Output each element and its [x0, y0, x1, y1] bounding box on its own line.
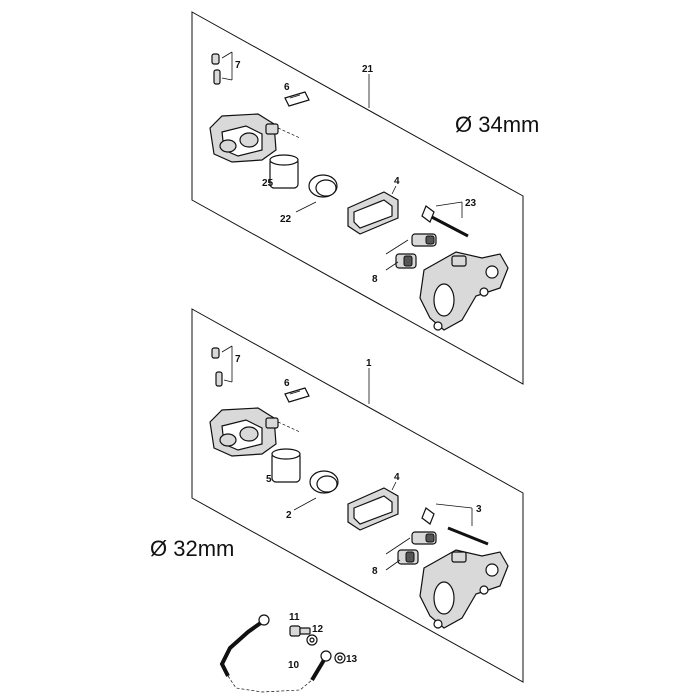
label-13: 13 [346, 654, 358, 665]
bottom-bleeder-valve: 7 [211, 345, 241, 387]
label-10: 10 [288, 660, 300, 671]
banjo-fitting-upper [258, 614, 270, 626]
top-assembly-number: 21 [362, 64, 374, 75]
top-caliper-bracket [419, 251, 509, 331]
top-seal-ring: 22 [280, 174, 338, 225]
label-2-bottom: 2 [286, 510, 292, 521]
brake-line-group: 10 11 12 13 [219, 612, 358, 693]
top-pad-spring: 6 [284, 82, 310, 107]
bottom-caliper-bracket [419, 549, 509, 629]
bottom-assembly-number: 1 [366, 358, 372, 369]
label-23-top: 23 [465, 198, 477, 209]
label-4-top: 4 [394, 176, 400, 187]
top-assembly: 21 Ø 34mm 7 6 [191, 11, 539, 385]
brake-hose [219, 620, 264, 677]
bottom-pad-spring: 6 [284, 378, 310, 403]
sealing-washer-12: 12 [306, 624, 324, 646]
top-assembly-panel [191, 11, 524, 385]
banjo-bolt: 11 [289, 612, 311, 637]
top-brake-pad: 4 [347, 176, 400, 235]
sealing-washer-13: 13 [334, 652, 358, 665]
top-caliper-body [209, 113, 301, 163]
label-6-top: 6 [284, 82, 290, 93]
label-3-bottom: 3 [476, 504, 482, 515]
bottom-caliper-body [209, 407, 301, 457]
label-25-top: 25 [262, 178, 274, 189]
bottom-bushings: 8 [372, 531, 437, 577]
bottom-pins: 3 [421, 503, 489, 546]
label-22-top: 22 [280, 214, 292, 225]
label-7-bottom: 7 [235, 354, 241, 365]
bottom-brake-pad: 4 [347, 472, 400, 531]
label-4-bottom: 4 [394, 472, 400, 483]
label-11: 11 [289, 612, 300, 623]
top-piston: 25 [262, 154, 299, 189]
label-6-bottom: 6 [284, 378, 290, 389]
bottom-seal-ring: 2 [286, 470, 339, 521]
bottom-assembly: 1 Ø 32mm 7 6 [150, 308, 524, 683]
banjo-fitting-lower [320, 650, 332, 662]
bottom-assembly-panel [191, 308, 524, 683]
top-bleeder-valve: 7 [211, 51, 241, 85]
top-pins: 23 [421, 198, 477, 238]
top-bushings: 8 [372, 233, 437, 285]
label-5-bottom: 5 [266, 474, 272, 485]
label-8-top: 8 [372, 274, 378, 285]
top-diameter-label: Ø 34mm [455, 112, 539, 137]
brake-hose-end [310, 658, 326, 682]
label-12: 12 [312, 624, 324, 635]
bottom-piston: 5 [266, 448, 301, 485]
bottom-diameter-label: Ø 32mm [150, 536, 234, 561]
label-8-bottom: 8 [372, 566, 378, 577]
brake-hose-hidden [227, 675, 313, 693]
label-7-top: 7 [235, 60, 241, 71]
